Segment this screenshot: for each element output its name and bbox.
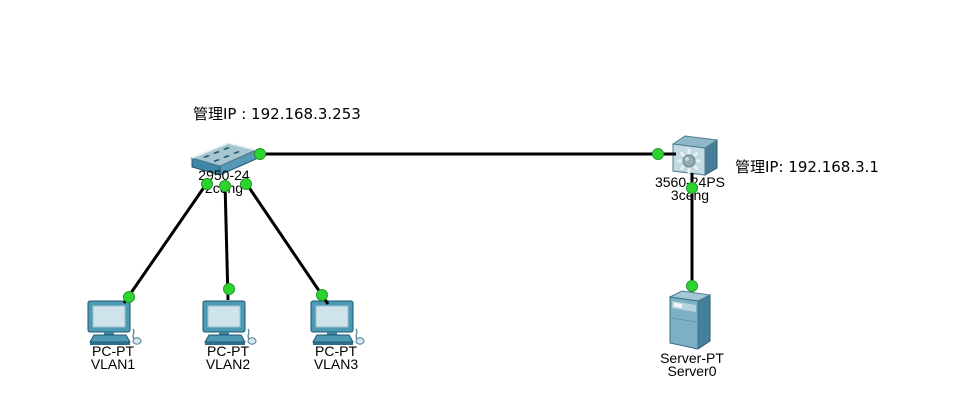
link-2ceng-vlan3[interactable] [244,182,330,305]
switch-3560-icon [672,135,718,176]
link-2ceng-vlan2[interactable] [223,182,230,301]
device-model: PC-PT [92,343,134,359]
device-name: VLAN2 [205,356,251,372]
device-label-server0: Server-PT Server0 [632,350,752,379]
device-model: Server-PT [660,350,724,366]
device-model: PC-PT [315,343,357,359]
device-name: VLAN3 [313,356,359,372]
device-label-vlan3: PC-PT VLAN3 [276,343,396,372]
device-pc-vlan1[interactable] [86,299,144,347]
device-name: 3ceng [670,187,710,203]
server-icon [668,290,712,350]
device-label-3ceng: 3560-24PS 3ceng [630,175,750,203]
pc-icon [87,300,142,345]
device-name: VLAN1 [90,356,136,372]
pc-icon [202,300,257,345]
mgmt-ip-note-3ceng: 管理IP: 192.168.3.1 [735,158,879,176]
device-server0[interactable] [668,288,712,350]
device-pc-vlan3[interactable] [309,299,367,347]
device-name: Server0 [667,363,717,379]
device-label-vlan2: PC-PT VLAN2 [168,343,288,372]
device-switch-3560[interactable] [672,134,718,176]
device-label-vlan1: PC-PT VLAN1 [53,343,173,372]
pc-icon [310,300,365,345]
device-pc-vlan2[interactable] [201,299,259,347]
mgmt-ip-note-2ceng: 管理IP : 192.168.3.253 [193,105,361,123]
device-model: PC-PT [207,343,249,359]
link-2ceng-vlan1[interactable] [122,182,209,304]
